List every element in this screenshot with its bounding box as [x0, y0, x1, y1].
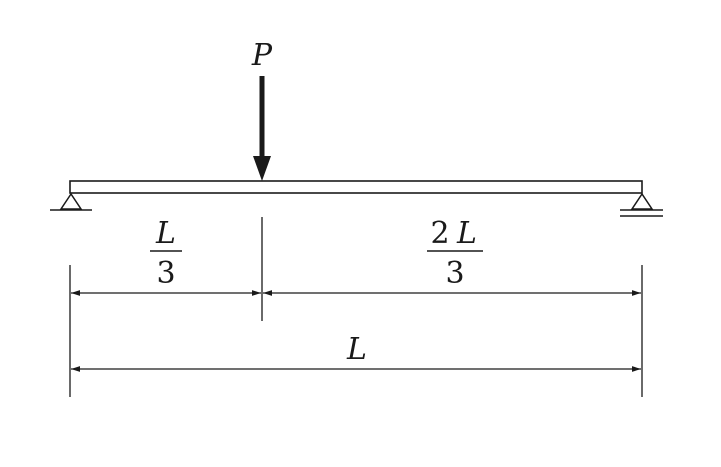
- total-span-label: L: [346, 332, 367, 367]
- dimension-left-span: L 3: [71, 216, 261, 296]
- beam: [69, 180, 643, 194]
- dimension-right-span: 2 L 3: [263, 216, 641, 296]
- roller-support-right: [620, 192, 663, 217]
- right-span-coefficient: 2: [430, 216, 449, 251]
- pin-support-left: [50, 192, 92, 211]
- right-span-numerator: L: [456, 216, 477, 251]
- load-arrowhead: [253, 156, 271, 181]
- right-span-denominator: 3: [445, 256, 464, 291]
- load-label: P: [251, 38, 273, 73]
- point-load: P: [251, 38, 273, 181]
- left-span-numerator: L: [155, 216, 176, 251]
- dimension-total-span: L: [71, 332, 641, 372]
- left-span-denominator: 3: [156, 256, 175, 291]
